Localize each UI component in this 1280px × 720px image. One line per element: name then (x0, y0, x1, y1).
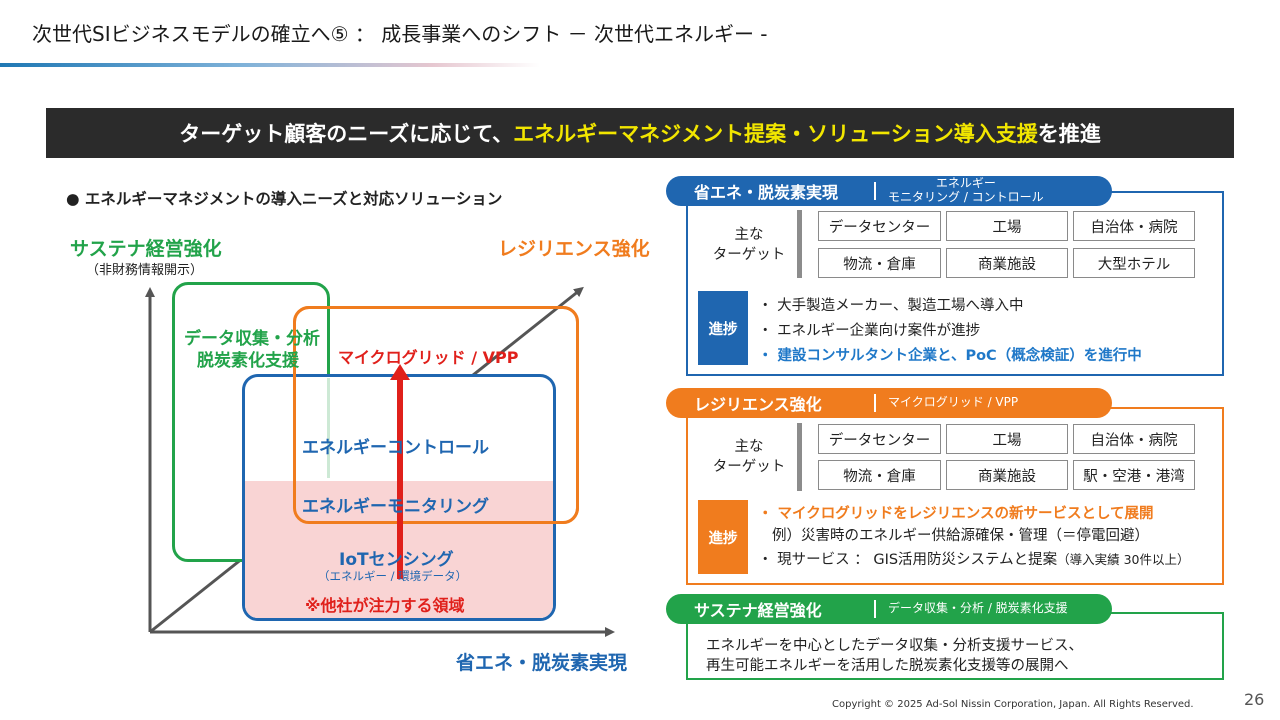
resilience-progress-example: 例）災害時のエネルギー供給源確保・管理（＝停電回避） (772, 528, 1149, 544)
header-separator (874, 394, 876, 412)
resilience-target-label-1: 主な (734, 439, 764, 455)
resilience-card-subtitle: マイクログリッド / VPP (888, 395, 1019, 410)
sustainability-card-header: サステナ経営強化 データ収集・分析 / 脱炭素化支援 (666, 594, 1112, 624)
sustainability-region-edge (327, 378, 330, 478)
green-box-label-2: 脱炭素化支援 (197, 351, 299, 371)
resilience-target-cell: 自治体・病院 (1073, 424, 1195, 454)
diagonal-axis-label: レジリエンス強化 (498, 238, 650, 260)
resilience-progress-line: ・ マイクログリッドをレジリエンスの新サービスとして展開 (758, 506, 1154, 522)
resilience-target-divider (797, 423, 802, 491)
page-number: 26 (1244, 690, 1265, 709)
sustainability-body-line: 再生可能エネルギーを活用した脱炭素化支援等の展開へ (706, 658, 1069, 674)
sustainability-card-subtitle: データ収集・分析 / 脱炭素化支援 (888, 601, 1068, 616)
competitor-note: ※他社が注力する領域 (305, 596, 465, 615)
energy-target-cell: 自治体・病院 (1073, 211, 1195, 241)
resilience-progress-record: （導入実績 30件以上） (1057, 552, 1190, 567)
y-axis-sublabel: （非財務情報開示） (86, 263, 204, 278)
banner-text-post: を推進 (1037, 122, 1101, 146)
energy-card-title: 省エネ・脱炭素実現 (694, 183, 839, 202)
energy-target-label-1: 主な (734, 227, 764, 243)
y-axis-label: サステナ経営強化 (70, 238, 222, 260)
energy-target-cell: 大型ホテル (1073, 248, 1195, 278)
page-title: 次世代SIビジネスモデルの確立へ⑤ ： 成長事業へのシフト － 次世代エネルギー… (32, 22, 768, 46)
energy-target-cell: 商業施設 (946, 248, 1068, 278)
banner-text-highlight: エネルギーマネジメント提案・ソリューション導入支援 (513, 122, 1038, 146)
growth-arrow (390, 364, 410, 579)
energy-progress-line: ・ エネルギー企業向け案件が進捗 (758, 323, 981, 339)
resilience-progress-badge: 進捗 (698, 500, 748, 574)
energy-target-cell: データセンター (818, 211, 941, 241)
energy-monitoring-label: エネルギーモニタリング (302, 497, 489, 517)
resilience-target-label: 主な ターゲット (704, 438, 794, 477)
energy-card-subtitle-1: エネルギー (935, 176, 996, 191)
energy-target-label: 主な ターゲット (704, 226, 794, 265)
energy-card-subtitle-2: モニタリング / コントロール (888, 190, 1044, 204)
resilience-region-outline (293, 306, 579, 524)
resilience-card-title: レジリエンス強化 (694, 395, 822, 414)
resilience-target-cell: 工場 (946, 424, 1068, 454)
energy-target-divider (797, 210, 802, 278)
resilience-target-cell: 物流・倉庫 (818, 460, 941, 490)
resilience-target-label-2: ターゲット (712, 458, 786, 475)
iot-sensing-sublabel: （エネルギー / 環境データ） (318, 569, 468, 583)
energy-control-label: エネルギーコントロール (302, 438, 489, 458)
banner-text-pre: ターゲット顧客のニーズに応じて、 (179, 122, 514, 146)
resilience-card-header: レジリエンス強化 マイクログリッド / VPP (666, 388, 1112, 418)
energy-card-subtitle: エネルギー モニタリング / コントロール (888, 176, 1044, 205)
copyright: Copyright © 2025 Ad-Sol Nissin Corporati… (832, 699, 1194, 710)
resilience-progress-current: ・ 現サービス ： GIS活用防災システムと提案 (758, 552, 1058, 568)
resilience-target-cell: 商業施設 (946, 460, 1068, 490)
headline-banner: ターゲット顧客のニーズに応じて、エネルギーマネジメント提案・ソリューション導入支… (46, 108, 1234, 158)
energy-progress-line: ・ 大手製造メーカー、製造工場へ導入中 (758, 298, 1024, 314)
iot-sensing-label: IoTセンシング (339, 550, 454, 570)
energy-target-label-2: ターゲット (712, 246, 786, 263)
resilience-target-cell: データセンター (818, 424, 941, 454)
title-divider (0, 63, 540, 67)
sustainability-card-title: サステナ経営強化 (694, 601, 822, 620)
diagram-heading: ● エネルギーマネジメントの導入ニーズと対応ソリューション (66, 190, 503, 208)
energy-card-header: 省エネ・脱炭素実現 エネルギー モニタリング / コントロール (666, 176, 1112, 206)
sustainability-body-line: エネルギーを中心としたデータ収集・分析支援サービス、 (706, 638, 1083, 654)
energy-target-cell: 工場 (946, 211, 1068, 241)
energy-progress-badge: 進捗 (698, 291, 748, 365)
resilience-target-cell: 駅・空港・港湾 (1073, 460, 1195, 490)
orange-box-label: マイクログリッド / VPP (338, 348, 519, 367)
resilience-progress-line: ・ 現サービス ： GIS活用防災システムと提案（導入実績 30件以上） (758, 548, 1190, 569)
energy-progress-line: ・ 建設コンサルタント企業と、PoC（概念検証）を進行中 (758, 348, 1142, 364)
energy-target-cell: 物流・倉庫 (818, 248, 941, 278)
green-box-label-1: データ収集・分析 (184, 329, 320, 349)
x-axis-label: 省エネ・脱炭素実現 (456, 652, 628, 674)
header-separator (874, 182, 876, 200)
header-separator (874, 600, 876, 618)
